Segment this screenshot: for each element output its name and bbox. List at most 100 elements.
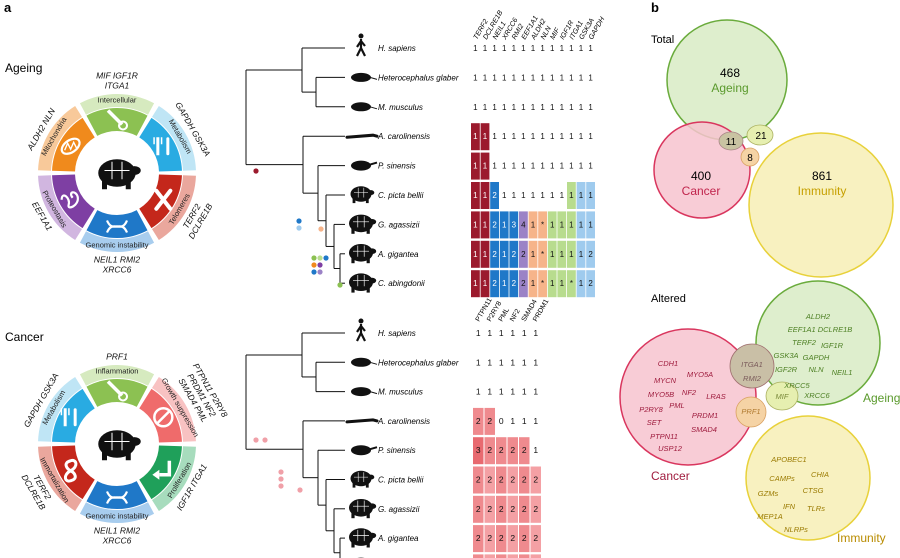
species-name: M. musculus [378, 388, 423, 397]
table-cell: 2 [512, 250, 517, 259]
tree-event-dot [318, 226, 324, 232]
table-cell: 1 [502, 44, 507, 53]
table-cell: * [541, 220, 544, 229]
table-cell-bg [567, 270, 576, 298]
venn-immunity-gene: APOBEC1 [770, 455, 806, 464]
table-cell-bg [499, 270, 509, 298]
species-name: A. carolinensis [377, 417, 430, 426]
table-cell-bg [496, 525, 507, 553]
species-name: H. sapiens [378, 329, 416, 338]
table-cell-bg [484, 554, 495, 558]
table-cell: 1 [560, 250, 565, 259]
lizard-icon [345, 418, 379, 424]
table-cell-bg [480, 182, 490, 209]
venn-ai-region [746, 124, 774, 146]
tree-event-dot [262, 437, 268, 443]
table-cell: 1 [502, 162, 507, 171]
table-cell-bg [480, 240, 490, 268]
table-cell-bg [496, 554, 507, 558]
table-cell: 2 [487, 445, 492, 455]
tree-event-dot [278, 483, 284, 489]
human-icon [356, 318, 366, 342]
venn-cancer-gene: MYCN [654, 376, 677, 385]
table-cell: 1 [483, 279, 488, 288]
venn-cancer-gene: PRDM1 [692, 411, 718, 420]
venn-immunity-gene: MEP1A [757, 512, 782, 521]
table-cell: 1 [531, 279, 536, 288]
table-cell-bg [586, 211, 595, 239]
table-cell: 1 [473, 279, 478, 288]
tree-event-dot [296, 218, 302, 224]
venn-immunity-circle [748, 132, 894, 278]
table-cell: 1 [512, 162, 517, 171]
table-cell-bg [490, 182, 499, 209]
table-cell: 1 [540, 44, 545, 53]
table-cell: 1 [473, 44, 478, 53]
tree-event-dot [337, 282, 343, 288]
venn-ageing-count: 468 [720, 66, 740, 80]
venn-cancer-gene: P2RY8 [639, 405, 663, 414]
venn-immunity-gene: NLRPs [784, 525, 808, 534]
infinity-icon [63, 458, 78, 483]
venn-cancer-gene: NF2 [682, 388, 697, 397]
table-cell: 1 [483, 250, 488, 259]
table-cell: 1 [492, 44, 497, 53]
arrow-icon [152, 460, 172, 480]
table-cell: 1 [522, 416, 527, 426]
tree-event-dot [311, 269, 317, 275]
venn-immunity-gene: CAMPs [769, 474, 795, 483]
venn-altered-cancer-label: Cancer [651, 469, 690, 483]
mole-rat-icon [351, 357, 378, 367]
table-cell: 2 [492, 191, 497, 200]
table-cell: 1 [483, 103, 488, 112]
species-name: Heterocephalus glaber [378, 358, 459, 367]
table-cell-bg [473, 466, 484, 494]
table-cell: 0 [499, 416, 504, 426]
fork-knife-icon [153, 137, 170, 156]
table-cell: 1 [483, 73, 488, 82]
table-cell: 1 [492, 162, 497, 171]
table-cell: 2 [487, 475, 492, 485]
venn-ageing-circle [666, 19, 788, 141]
mole-rat-icon [351, 72, 378, 82]
wheel-gene-label: NEIL1 RMI2 [94, 525, 141, 535]
table-cell: 2 [522, 533, 527, 543]
venn-cancer-gene: CDH1 [658, 359, 678, 368]
table-cell: 4 [521, 220, 526, 229]
venn-ageing-gene: XRCC6 [803, 391, 830, 400]
table-cell: 1 [483, 44, 488, 53]
table-cell: * [570, 279, 573, 288]
table-cell-bg [586, 240, 595, 268]
venn-immunity-label: Immunity [798, 184, 847, 198]
table-cell: 1 [473, 73, 478, 82]
table-cell: 1 [483, 191, 488, 200]
table-cell: 1 [579, 220, 584, 229]
table-cell: 2 [588, 250, 593, 259]
table-cell: 1 [502, 279, 507, 288]
table-cell: 1 [560, 279, 565, 288]
table-cell-bg [496, 437, 507, 465]
table-cell: 1 [473, 220, 478, 229]
species-name: H. sapiens [378, 44, 416, 53]
table-cell: 1 [531, 162, 536, 171]
table-cell-bg [471, 123, 480, 151]
venn-ageing-gene: ALDH2 [805, 312, 831, 321]
wheel-gene-label: ITGA1 [105, 80, 130, 90]
table-cell: 1 [569, 132, 574, 141]
table-cell: 1 [569, 44, 574, 53]
table-cell: 2 [476, 504, 481, 514]
table-cell-bg [509, 240, 519, 268]
table-cell-bg [499, 240, 509, 268]
venn-ageing-gene: IGF2R [775, 365, 798, 374]
species-name: P. sinensis [378, 162, 416, 171]
tree-event-dot [311, 262, 317, 268]
venn-altered-cancer-circle [619, 328, 757, 466]
tortoise-icon [98, 159, 141, 190]
venn-immunity-count: 861 [812, 169, 832, 183]
table-cell-bg [471, 182, 480, 209]
venn-cancer-gene: USP12 [658, 444, 683, 453]
table-cell: 1 [540, 73, 545, 82]
table-cell: 1 [531, 103, 536, 112]
table-cell: 2 [533, 475, 538, 485]
